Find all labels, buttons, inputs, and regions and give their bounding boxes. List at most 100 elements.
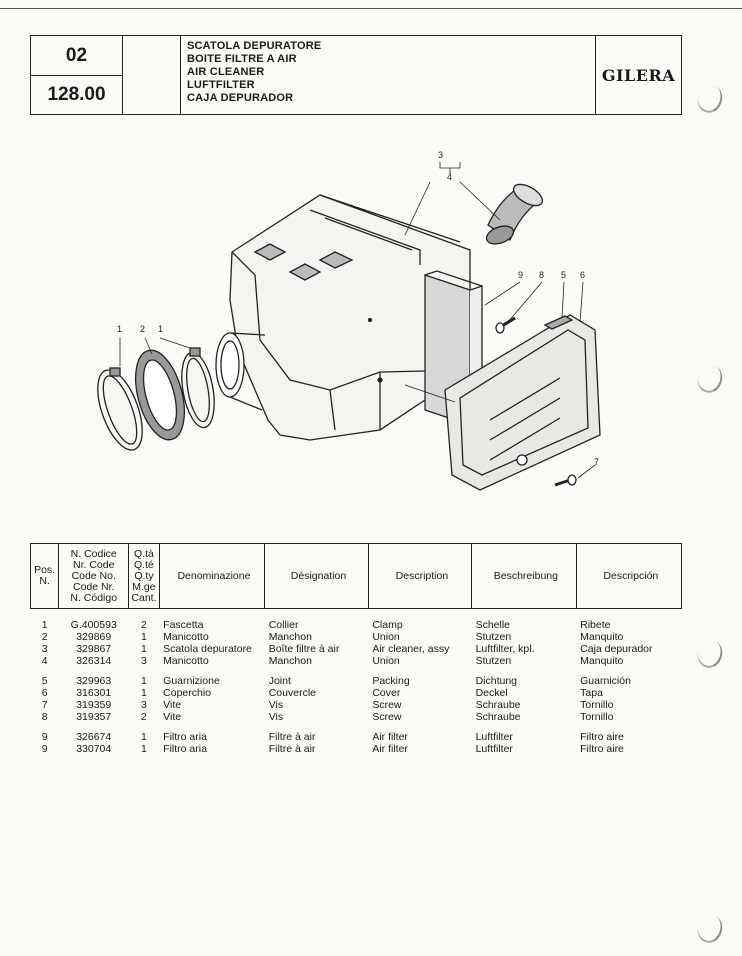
cell-code: 326314 bbox=[76, 655, 112, 667]
callout-3: 3 bbox=[438, 150, 443, 160]
parts-table: Pos. N. N. Codice Nr. Code Code No. Code… bbox=[29, 543, 683, 755]
cell-es: Tornillo bbox=[580, 699, 614, 711]
screw-7 bbox=[554, 474, 577, 487]
cell-de: Schelle bbox=[475, 619, 511, 631]
callout-2: 2 bbox=[140, 324, 145, 334]
header-qty: Q.tà Q.té Q.ty M.ge Cant. bbox=[128, 543, 160, 609]
header-pos: Pos. N. bbox=[29, 543, 60, 609]
callout-7: 7 bbox=[594, 457, 599, 467]
cell-code: 329867 bbox=[76, 643, 112, 655]
cell-fr: Couvercle bbox=[268, 687, 316, 699]
leader-lines bbox=[119, 162, 596, 479]
cell-it: Guarnizione bbox=[163, 675, 220, 687]
cell-qty: 3 bbox=[141, 655, 147, 667]
binder-hole bbox=[693, 361, 727, 397]
air-box-body bbox=[215, 194, 471, 441]
cell-it: Manicotto bbox=[163, 631, 209, 643]
cell-en: Union bbox=[372, 631, 400, 643]
cell-it: Vite bbox=[163, 711, 182, 723]
cell-en: Cover bbox=[372, 687, 401, 699]
cell-qty: 2 bbox=[141, 711, 147, 723]
top-rule bbox=[0, 8, 742, 9]
binder-hole bbox=[693, 911, 727, 947]
title-fr: BOITE FILTRE A AIR bbox=[187, 53, 297, 65]
cell-fr: Boîte filtre à air bbox=[268, 643, 340, 655]
page-header: 02 128.00 SCATOLA DEPURATORE BOITE FILTR… bbox=[30, 35, 682, 115]
row-spacer bbox=[31, 723, 682, 731]
cell-es: Guarnición bbox=[580, 675, 631, 687]
code-block: 02 128.00 bbox=[31, 36, 123, 114]
cell-de: Luftfilter bbox=[475, 743, 513, 755]
cell-pos: 9 bbox=[41, 731, 48, 743]
cell-es: Caja depurador bbox=[580, 643, 653, 655]
cell-es: Filtro aire bbox=[580, 731, 624, 743]
cell-de: Dichtung bbox=[475, 675, 518, 687]
cell-es: Tapa bbox=[580, 687, 603, 699]
group-code: 02 bbox=[31, 36, 122, 76]
cell-code: 316301 bbox=[76, 687, 112, 699]
callout-8: 8 bbox=[539, 270, 544, 280]
cell-code: G.400593 bbox=[70, 619, 117, 631]
exploded-view-diagram: 1 2 1 3 4 9 8 5 6 7 bbox=[97, 150, 601, 491]
cell-qty: 1 bbox=[141, 731, 147, 743]
cell-en: Union bbox=[372, 655, 400, 667]
clamp-right bbox=[181, 347, 215, 429]
header-code: N. Codice Nr. Code Code No. Code Nr. N. … bbox=[58, 543, 130, 609]
title-es: CAJA DEPURADOR bbox=[187, 92, 294, 104]
cell-en: Air filter bbox=[372, 743, 408, 755]
cell-en: Clamp bbox=[372, 619, 403, 631]
table-row: 4 326314 3 Manicotto Manchon Union Stutzen Manq… bbox=[31, 655, 682, 667]
brand-cell: GILERA bbox=[596, 36, 681, 114]
cell-en: Air cleaner, assy bbox=[372, 643, 450, 655]
cell-es: Manquito bbox=[580, 631, 624, 643]
cell-code: 319359 bbox=[76, 699, 112, 711]
cell-de: Stutzen bbox=[475, 655, 512, 667]
cell-pos: 7 bbox=[41, 699, 48, 711]
cell-code: 326674 bbox=[76, 731, 112, 743]
cell-qty: 2 bbox=[141, 619, 147, 631]
header-es: Descripción bbox=[575, 543, 683, 609]
binder-hole bbox=[693, 81, 727, 117]
cell-fr: Collier bbox=[268, 619, 299, 631]
cell-qty: 3 bbox=[141, 699, 147, 711]
page-code: 128.00 bbox=[47, 83, 106, 105]
cell-de: Schraube bbox=[475, 711, 521, 723]
gasket bbox=[543, 315, 574, 330]
cell-qty: 1 bbox=[141, 743, 147, 755]
sleeve bbox=[134, 349, 186, 441]
brand-logo: GILERA bbox=[601, 65, 676, 85]
cell-fr: Manchon bbox=[268, 631, 312, 643]
filter-cover bbox=[444, 314, 601, 491]
cell-qty: 1 bbox=[141, 675, 147, 687]
binder-hole bbox=[693, 636, 727, 672]
callout-1b: 1 bbox=[158, 324, 163, 334]
cell-code: 319357 bbox=[76, 711, 112, 723]
cell-fr: Joint bbox=[268, 675, 291, 687]
cell-fr: Vis bbox=[268, 699, 284, 711]
cell-pos: 1 bbox=[41, 619, 48, 631]
cell-de: Deckel bbox=[475, 687, 508, 699]
cell-code: 330704 bbox=[76, 743, 112, 755]
clamp-left bbox=[97, 367, 143, 451]
cell-es: Manquito bbox=[580, 655, 624, 667]
callout-5: 5 bbox=[561, 270, 566, 280]
cell-it: Vite bbox=[163, 699, 182, 711]
cell-pos: 4 bbox=[41, 655, 48, 667]
callout-6: 6 bbox=[580, 270, 585, 280]
cell-de: Luftfilter, kpl. bbox=[475, 643, 535, 655]
cell-de: Luftfilter bbox=[475, 731, 513, 743]
cell-pos: 3 bbox=[41, 643, 48, 655]
cell-pos: 6 bbox=[41, 687, 48, 699]
cell-it: Manicotto bbox=[163, 655, 209, 667]
table-header-row: Pos. N. N. Codice Nr. Code Code No. Code… bbox=[29, 543, 683, 609]
cell-qty: 1 bbox=[141, 631, 147, 643]
cell-fr: Manchon bbox=[268, 655, 312, 667]
cell-fr: Vis bbox=[268, 711, 284, 723]
cell-qty: 1 bbox=[141, 687, 147, 699]
cell-it: Scatola depuratore bbox=[163, 643, 252, 655]
